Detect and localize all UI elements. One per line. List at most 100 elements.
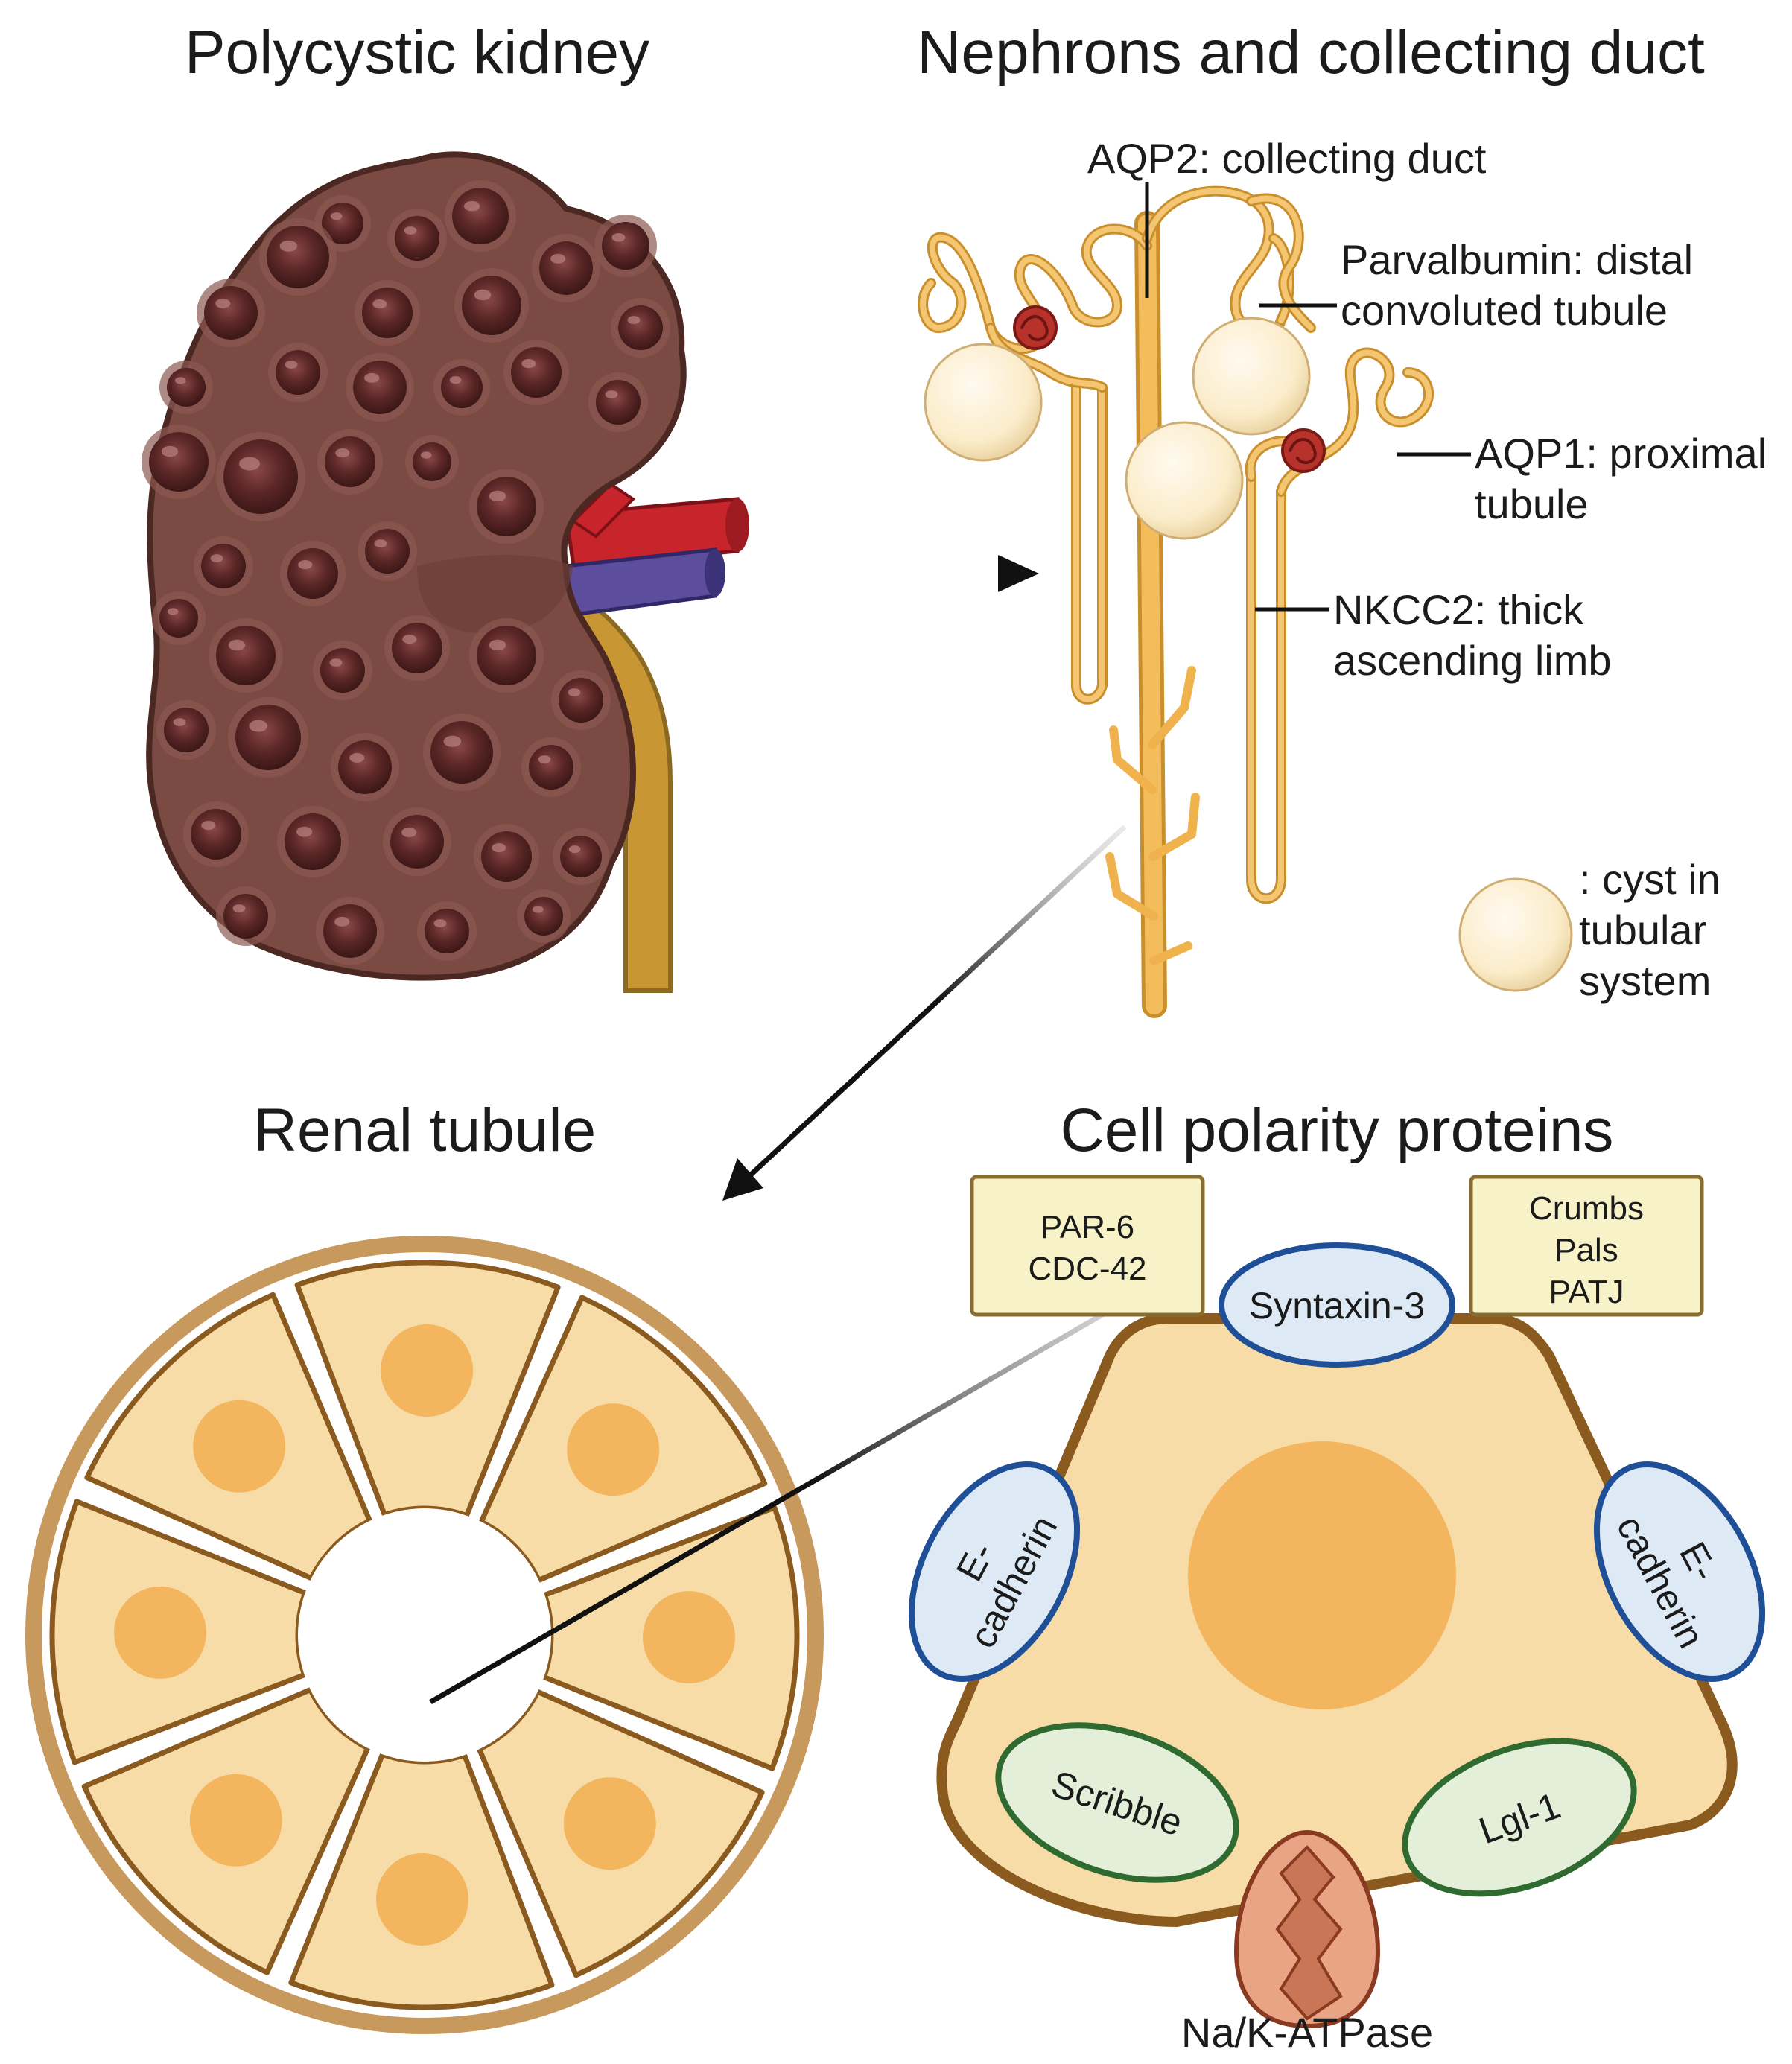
kidney-cyst (314, 195, 371, 252)
crumbs-label: Crumbs (1529, 1190, 1644, 1227)
kidney-cyst (152, 591, 206, 645)
kidney-cyst (521, 737, 581, 797)
kidney-cyst (228, 697, 308, 778)
kidney-cyst (317, 429, 383, 495)
kidney-cyst (423, 714, 501, 791)
kidney-cyst (417, 901, 477, 961)
cell-nucleus (1188, 1441, 1456, 1709)
na-k-atpase-label: Na/K-ATPase (1181, 2009, 1433, 2056)
legend-line-2: tubular (1579, 906, 1706, 953)
kidney-cyst (346, 353, 414, 422)
label-parvalbumin-2: convoluted tubule (1341, 287, 1668, 334)
legend-cyst-icon (1458, 877, 1573, 992)
kidney-cyst (517, 889, 571, 943)
glomerulus-right (1281, 428, 1326, 473)
nephron-to-tubule-line (746, 825, 1127, 1179)
label-nkcc2-2: ascending limb (1333, 637, 1612, 684)
kidney-cyst (194, 536, 253, 596)
kidney-cyst (611, 298, 670, 358)
kidney-cyst (474, 824, 539, 889)
kidney-cyst (159, 361, 213, 414)
kidney-cyst (551, 670, 611, 730)
kidney-cyst (387, 209, 447, 268)
kidney-cyst (358, 521, 417, 581)
tubule-to-cell-line-upper (429, 1256, 1201, 1705)
kidney-cyst (445, 180, 516, 252)
kidney-cyst (277, 806, 349, 877)
kidney-cyst (532, 234, 600, 302)
nephron-illustration (918, 185, 1434, 1018)
cdc42-label: CDC-42 (1029, 1251, 1147, 1287)
nephron-to-tubule-arrowhead (722, 1158, 763, 1201)
title-nephrons: Nephrons and collecting duct (917, 19, 1705, 86)
cyst-middle (1125, 421, 1244, 540)
par6-label: PAR-6 (1040, 1209, 1134, 1245)
kidney-cyst (259, 218, 337, 296)
kidney-cyst (469, 618, 544, 693)
e-cadherin-right: E- cadherin (1593, 1461, 1766, 1682)
legend-line-1: : cyst in (1579, 856, 1720, 903)
lgl-1-protein: Lgl-1 (1402, 1738, 1637, 1897)
kidney-cyst (313, 641, 372, 700)
kidney-cyst (355, 280, 420, 346)
label-parvalbumin-1: Parvalbumin: distal (1341, 236, 1693, 283)
kidney-cysts (142, 180, 670, 965)
kidney-cyst (268, 343, 328, 402)
tubule-cells (49, 1260, 800, 2010)
kidney-to-nephron-arrowhead (998, 555, 1039, 592)
title-cell-polarity: Cell polarity proteins (1061, 1096, 1614, 1164)
kidney-cyst (142, 425, 216, 499)
right-nephron-tubule (1245, 193, 1434, 904)
crumbs-pals-patj-box (1469, 1175, 1704, 1317)
duct-branches (1105, 666, 1200, 965)
kidney-cyst (183, 801, 249, 867)
e-cadherin-left: E- cadherin (908, 1461, 1081, 1682)
label-nkcc2-1: NKCC2: thick (1333, 586, 1584, 633)
kidney-cyst (405, 435, 459, 489)
pals-label: Pals (1554, 1232, 1618, 1268)
glomerulus-left (1013, 305, 1058, 350)
title-renal-tubule: Renal tubule (253, 1096, 596, 1164)
kidney-cyst (216, 432, 305, 521)
kidney-cyst (553, 828, 609, 885)
renal-tubule-cross-section (25, 1236, 824, 2034)
kidney-cyst (216, 886, 276, 946)
label-aqp1-2: tubule (1475, 480, 1589, 527)
scribble-protein: Scribble (995, 1722, 1239, 1883)
kidney-cyst (503, 340, 569, 405)
kidney-cyst (331, 733, 399, 801)
artery-branch (571, 482, 636, 539)
kidney-cyst (384, 615, 450, 681)
kidney-cyst (469, 469, 544, 544)
legend-line-3: system (1579, 957, 1711, 1004)
kidney-cyst (588, 372, 648, 432)
kidney-cyst (594, 215, 657, 277)
syntaxin-3-protein (1219, 1242, 1455, 1368)
kidney-cyst (197, 279, 265, 347)
label-aqp2: AQP2: collecting duct (1087, 135, 1487, 182)
cyst-left (924, 343, 1043, 462)
left-nephron-tubule (918, 223, 1152, 705)
kidney-cyst (454, 268, 529, 343)
patj-label: PATJ (1548, 1274, 1624, 1310)
kidney-illustration (142, 151, 749, 993)
tubule-epithelial-cell (478, 1295, 768, 1584)
na-k-atpase-pump (1233, 1829, 1381, 2029)
title-polycystic-kidney: Polycystic kidney (185, 19, 649, 86)
label-aqp1-1: AQP1: proximal (1475, 430, 1767, 477)
tubule-lumen (298, 1508, 551, 1762)
par6-cdc42-box (970, 1175, 1205, 1317)
kidney-cyst (433, 359, 490, 416)
syntaxin-3-label: Syntaxin-3 (1249, 1285, 1425, 1327)
kidney-cyst (209, 618, 283, 693)
cyst-upper-right (1192, 317, 1311, 436)
kidney-cyst (280, 541, 346, 606)
tubule-epithelial-cell (49, 1499, 308, 1765)
kidney-cyst (316, 897, 384, 965)
kidney-cyst (156, 700, 216, 760)
tubule-epithelial-cell (288, 1751, 555, 2010)
kidney-cyst (383, 807, 451, 876)
middle-nephron-tubule (1142, 185, 1294, 339)
artery-opening (725, 498, 749, 552)
